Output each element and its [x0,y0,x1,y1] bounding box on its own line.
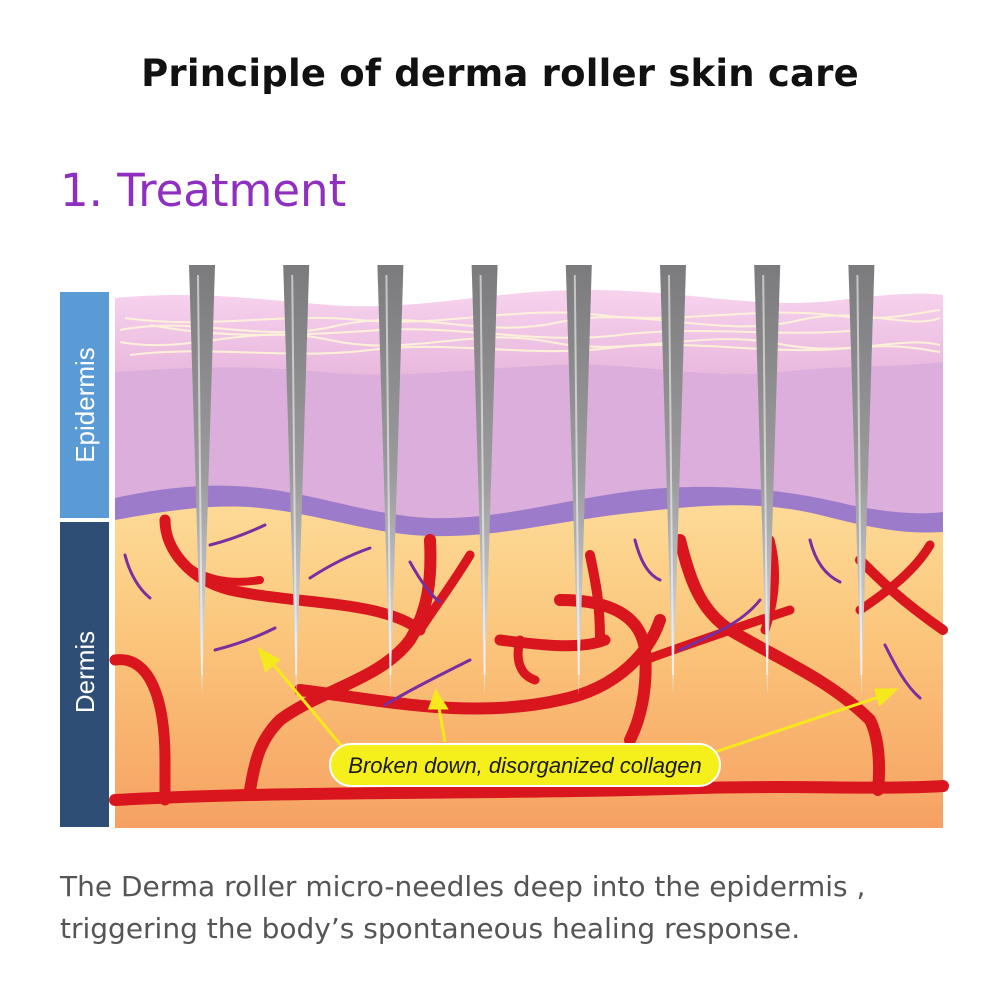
epidermis-bar [60,292,109,518]
micro-needle [283,265,310,695]
blood-vessels [109,514,949,806]
section-heading: 1. Treatment [60,164,347,217]
collagen-callout [329,743,721,787]
micro-needle-highlight [668,274,674,676]
micro-needle [660,265,686,695]
caption-line-2: triggering the body’s spontaneous healin… [60,912,801,945]
micro-needle [471,265,498,695]
micro-needle [377,265,404,695]
page-title: Principle of derma roller skin care [141,52,859,95]
collagen-callout-label: Broken down, disorganized collagen [348,753,701,778]
micro-needle-highlight [573,274,580,676]
micro-needle [848,265,875,695]
epidermis-label: Epidermis [70,347,100,463]
micro-needles [189,265,875,695]
epidermis-layer [115,335,943,520]
basal-layer [115,485,943,537]
micro-needle [754,265,781,695]
micro-needle-highlight [762,274,769,676]
dermis-bar [60,522,109,827]
micro-needle-highlight [197,274,203,676]
caption: The Derma roller micro-needles deep into… [60,866,960,950]
caption-line-1: The Derma roller micro-needles deep into… [60,870,866,903]
micro-needle-highlight [291,274,298,676]
callout-arrows [257,646,899,754]
collagen-fibers [123,523,922,707]
micro-needle [565,265,592,695]
micro-needle-highlight [385,274,392,676]
micro-needle [189,265,215,695]
dermis-label: Dermis [70,631,100,713]
micro-needle-highlight [856,274,863,676]
micro-needle-highlight [479,274,486,676]
